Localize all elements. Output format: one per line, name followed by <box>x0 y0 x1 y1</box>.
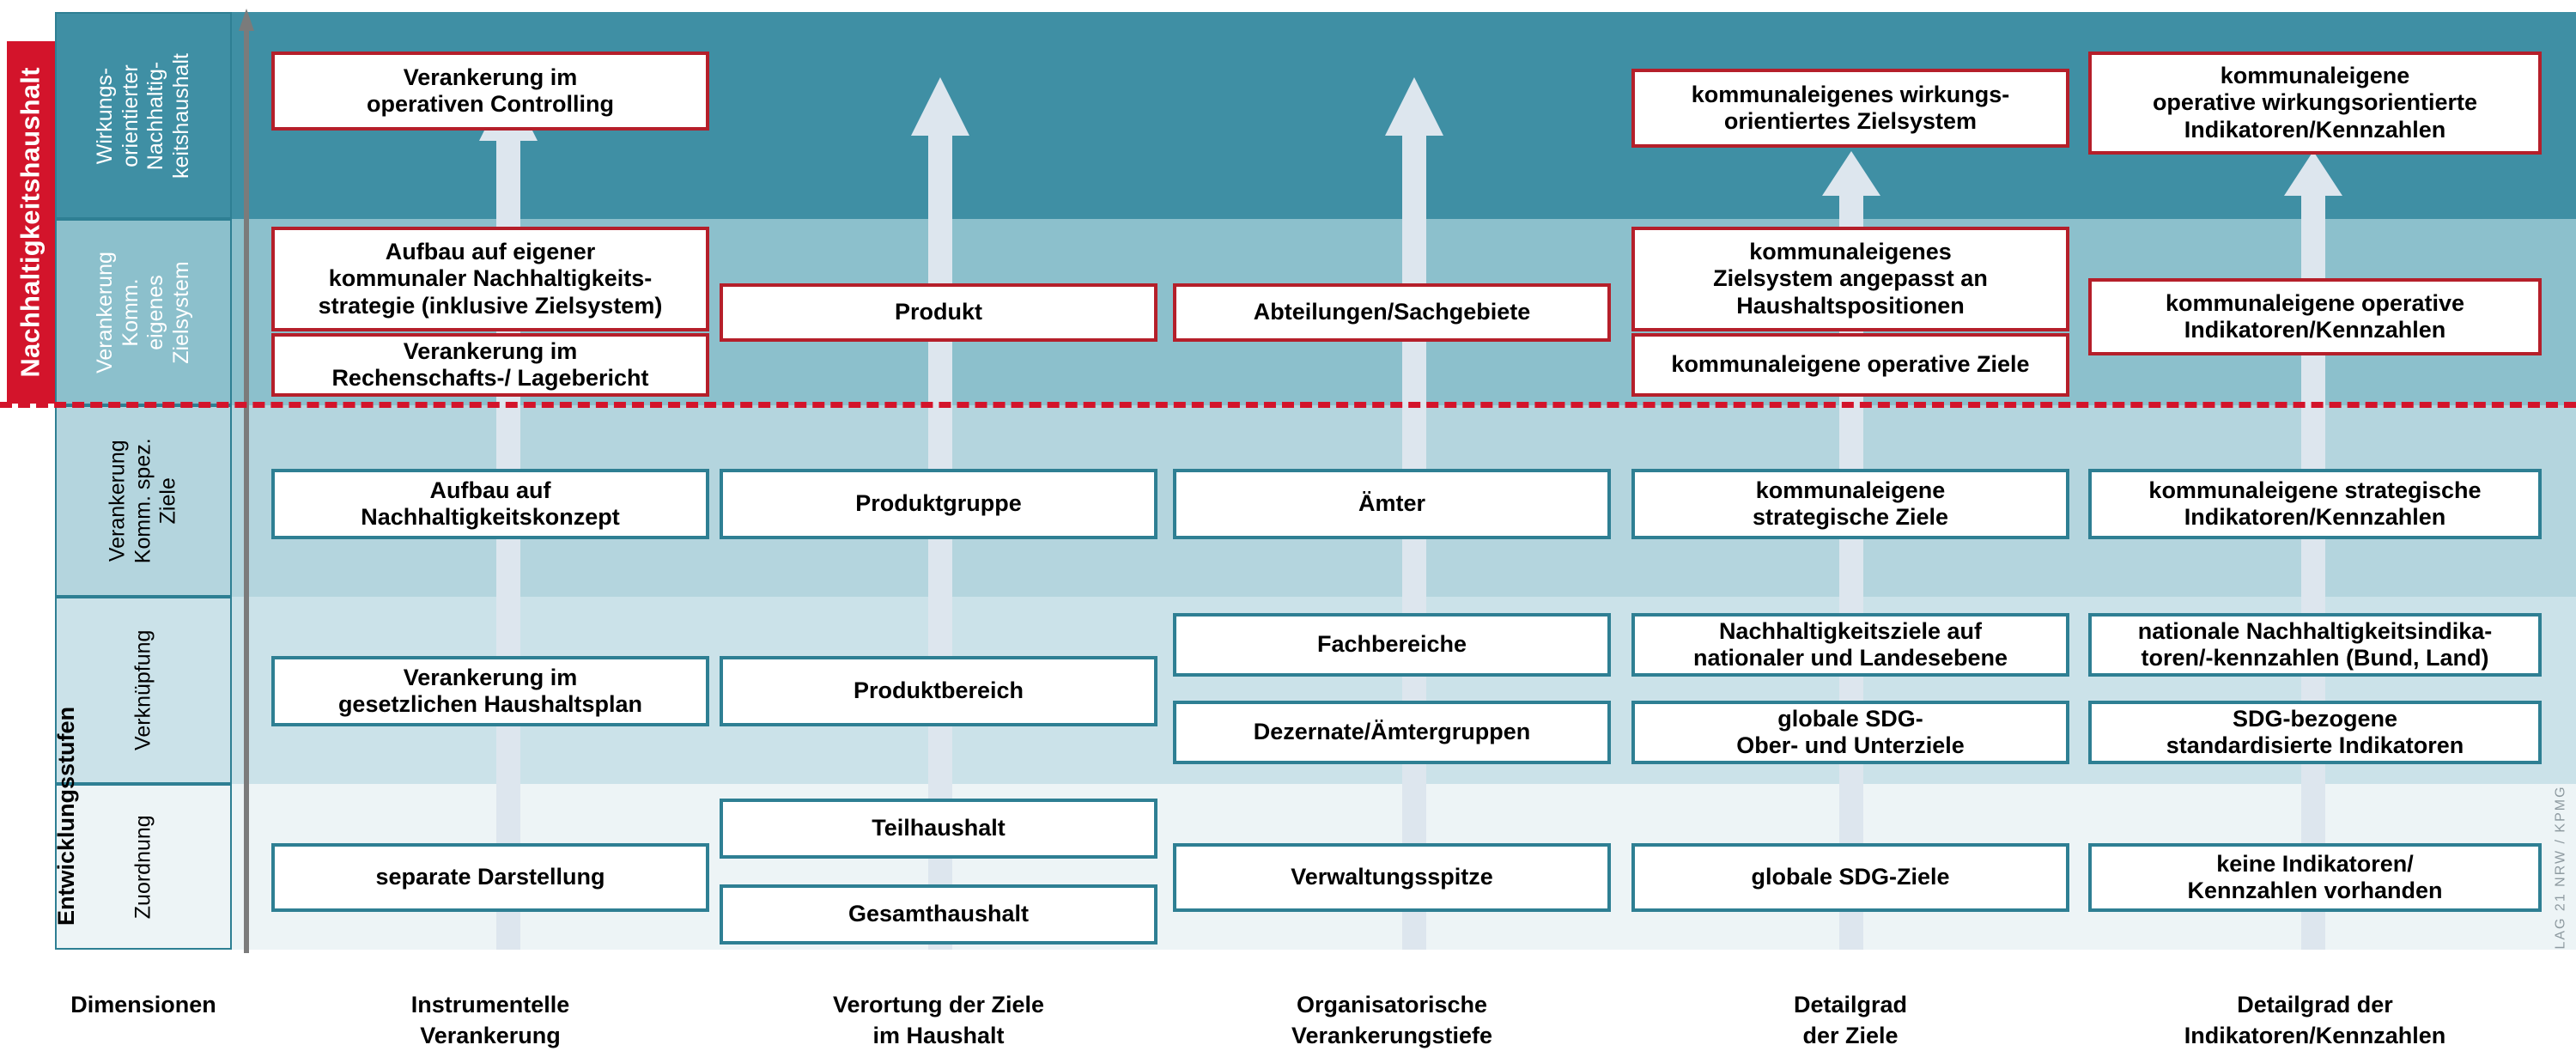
cell-r1c4[interactable]: kommunaleigenes wirkungs- orientiertes Z… <box>1631 69 2069 148</box>
dimensionen-caption: Dimensionen <box>70 992 216 1017</box>
cell-r3c3[interactable]: Ämter <box>1173 469 1611 539</box>
flow-arrow-col4 <box>1822 151 1880 950</box>
cell-r5c2b[interactable]: Gesamthaushalt <box>720 884 1157 945</box>
axis-caption-text: Entwicklungsstufen <box>53 706 80 926</box>
nachhaltigkeitshaushalt-banner: Nachhaltigkeitshaushalt <box>7 41 55 404</box>
cell-r1c1[interactable]: Verankerung im operativen Controlling <box>271 52 709 131</box>
cell-r4c1[interactable]: Verankerung im gesetzlichen Haushaltspla… <box>271 656 709 726</box>
row-label-text: Wirkungs- orientierter Nachhaltig- keits… <box>93 52 193 179</box>
entwicklungsstufen-caption: Entwicklungsstufen <box>0 706 179 925</box>
cell-r2c1b[interactable]: Verankerung im Rechenschafts-/ Lageberic… <box>271 333 709 397</box>
cell-r4c3b[interactable]: Dezernate/Ämtergruppen <box>1173 701 1611 764</box>
cell-r4c5b[interactable]: SDG-bezogene standardisierte Indikatoren <box>2088 701 2542 764</box>
cell-r5c1[interactable]: separate Darstellung <box>271 843 709 912</box>
cell-r5c4[interactable]: globale SDG-Ziele <box>1631 843 2069 912</box>
cell-r3c4[interactable]: kommunaleigene strategische Ziele <box>1631 469 2069 539</box>
dimension-caption-detailgrad-der-ziele: Detailgrad der Ziele <box>1793 992 1908 1049</box>
cell-r2c1a[interactable]: Aufbau auf eigener kommunaler Nachhaltig… <box>271 227 709 331</box>
row-label-wirkungsorientierter-nachhaltigkeitshaushalt: Wirkungs- orientierter Nachhaltig- keits… <box>55 12 232 219</box>
cell-r4c2[interactable]: Produktbereich <box>720 656 1157 726</box>
threshold-dashed-line <box>0 402 2576 408</box>
development-axis-arrow <box>239 9 254 953</box>
cell-r2c4a[interactable]: kommunaleigenes Zielsystem angepasst an … <box>1631 227 2069 331</box>
cell-r5c2a[interactable]: Teilhaushalt <box>720 799 1157 859</box>
cell-r4c4b[interactable]: globale SDG- Ober- und Unterziele <box>1631 701 2069 764</box>
cell-r2c3[interactable]: Abteilungen/Sachgebiete <box>1173 283 1611 342</box>
cell-r3c1[interactable]: Aufbau auf Nachhaltigkeitskonzept <box>271 469 709 539</box>
cell-r1c5[interactable]: kommunaleigene operative wirkungsorienti… <box>2088 52 2542 155</box>
cell-r4c5a[interactable]: nationale Nachhaltigkeitsindika- toren/-… <box>2088 613 2542 677</box>
cell-r5c3[interactable]: Verwaltungsspitze <box>1173 843 1611 912</box>
cell-r5c5[interactable]: keine Indikatoren/ Kennzahlen vorhanden <box>2088 843 2542 912</box>
cell-r2c5[interactable]: kommunaleigene operative Indikatoren/Ken… <box>2088 278 2542 355</box>
cell-r3c2[interactable]: Produktgruppe <box>720 469 1157 539</box>
banner-label: Nachhaltigkeitshaushalt <box>15 67 46 378</box>
flow-arrow-col5 <box>2284 151 2342 950</box>
row-label-text: Verankerung Komm. eigenes Zielsystem <box>93 251 193 374</box>
row-label-verknuepfung: Verknüpfung <box>55 597 232 784</box>
row-label-column: Wirkungs- orientierter Nachhaltig- keits… <box>55 12 232 950</box>
row-label-verankerung-komm-spez-ziele: Verankerung Komm. spez. Ziele <box>55 405 232 597</box>
dimension-caption-detailgrad-der-indikatoren-kennzahlen: Detailgrad der Indikatoren/Kennzahlen <box>2184 992 2446 1049</box>
dimension-caption-verortung-der-ziele-im-haushalt: Verortung der Ziele im Haushalt <box>832 992 1045 1049</box>
cell-r4c3a[interactable]: Fachbereiche <box>1173 613 1611 677</box>
cell-r4c4a[interactable]: Nachhaltigkeitsziele auf nationaler und … <box>1631 613 2069 677</box>
cell-r2c2[interactable]: Produkt <box>720 283 1157 342</box>
credit-label: LAG 21 NRW / KPMG <box>2549 756 2574 979</box>
dimension-caption-organisatorische-verankerungstiefe: Organisatorische Verankerungstiefe <box>1291 992 1493 1049</box>
row-label-text: Verankerung Komm. spez. Ziele <box>105 438 180 564</box>
cell-r3c5[interactable]: kommunaleigene strategische Indikatoren/… <box>2088 469 2542 539</box>
row-label-text: Verknüpfung <box>131 629 155 751</box>
dimension-caption-instrumentelle-verankerung: Instrumentelle Verankerung <box>410 992 570 1049</box>
row-label-zuordnung: Zuordnung <box>55 784 232 950</box>
credit-text: LAG 21 NRW / KPMG <box>2554 785 2569 950</box>
row-label-verankerung-komm-eigenes-zielsystem: Verankerung Komm. eigenes Zielsystem <box>55 219 232 405</box>
cell-r2c4b[interactable]: kommunaleigene operative Ziele <box>1631 333 2069 397</box>
